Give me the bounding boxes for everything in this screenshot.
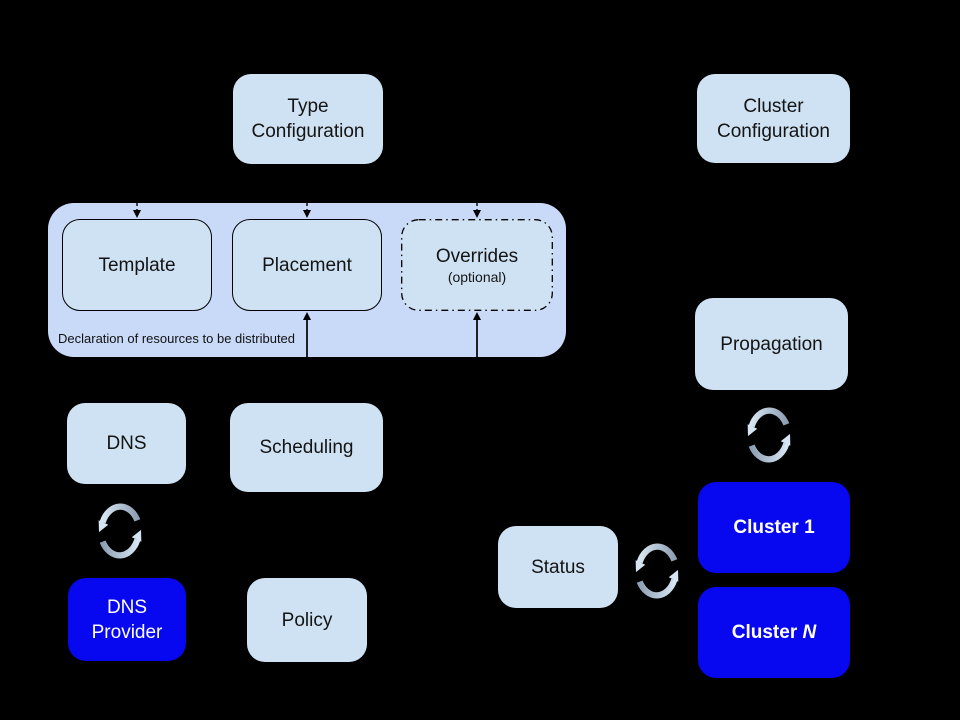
node-overrides-sublabel: (optional) [447,268,507,285]
node-template: Template [62,219,212,311]
sync-arrows-icon-dns [93,495,147,567]
node-dns-provider-line1: DNS [106,596,148,618]
node-cluster-1: Cluster 1 [698,482,850,573]
node-cluster-n: Cluster N [698,587,850,678]
node-scheduling: Scheduling [230,403,383,492]
node-cluster-1-label: Cluster 1 [733,517,815,538]
node-template-label: Template [98,254,176,276]
node-propagation: Propagation [695,298,848,390]
node-propagation-label: Propagation [720,333,823,355]
node-cluster-configuration-line1: Cluster [743,95,804,117]
node-dns-provider-line2: Provider [91,621,163,643]
node-dns-label: DNS [106,433,147,454]
group-caption: Declaration of resources to be distribut… [58,331,296,346]
node-cluster-n-suffix: N [802,622,817,643]
node-overrides: Overrides (optional) [401,219,553,311]
sync-arrows-icon-propagation [742,399,796,471]
node-policy: Policy [247,578,367,662]
node-scheduling-label: Scheduling [259,437,354,458]
node-type-configuration: Type Configuration [233,74,383,164]
node-cluster-configuration: Cluster Configuration [697,74,850,163]
sync-arrows-icon-status [630,535,684,607]
node-placement-label: Placement [262,254,352,276]
node-status: Status [498,526,618,608]
node-status-label: Status [531,556,585,578]
node-overrides-label: Overrides [435,245,519,267]
node-cluster-configuration-line2: Configuration [716,120,831,142]
node-dns-provider: DNS Provider [68,578,186,661]
node-dns: DNS [67,403,186,484]
node-cluster-n-label: Cluster N [732,620,816,645]
node-type-configuration-line2: Configuration [251,121,365,142]
node-type-configuration-line1: Type [287,96,329,117]
node-cluster-n-prefix: Cluster [731,622,803,643]
node-policy-label: Policy [281,609,333,631]
node-placement: Placement [232,219,382,311]
group-resource-declaration: Template Placement Overrides (optional) … [48,203,566,357]
